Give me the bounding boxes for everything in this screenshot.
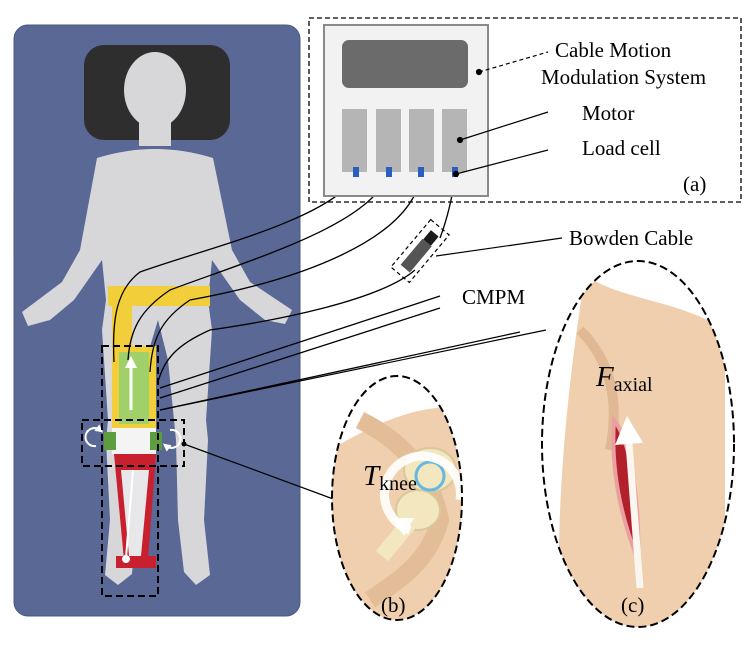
- motor-4: [442, 109, 467, 172]
- knee-module-left: [104, 432, 116, 450]
- cmms-label-line2: Modulation System: [541, 65, 706, 89]
- motor-1: [342, 109, 367, 172]
- bowden-cable-body: [400, 238, 432, 273]
- panel-a-frame: [308, 17, 742, 203]
- shank-axis-line: [125, 469, 134, 559]
- axial-force-symbol: Faxial: [595, 361, 653, 396]
- knee-torque-arrow: [379, 451, 465, 535]
- cables: [112, 175, 521, 411]
- knee-torque-symbol: Tknee: [363, 460, 417, 495]
- load-cell-3: [418, 167, 424, 177]
- cmms-display: [342, 40, 468, 88]
- load-cell-2: [386, 167, 392, 177]
- ankle-anchor: [122, 555, 130, 563]
- shank-bottom: [116, 556, 156, 568]
- load-cell-1: [353, 167, 359, 177]
- cmpm-label: CMPM: [462, 285, 525, 309]
- load-cell-label: Load cell: [582, 136, 661, 160]
- cmpm-callout-line: [159, 329, 547, 411]
- knee-rotation-left-icon: [84, 424, 104, 448]
- knee-module-right: [150, 432, 162, 450]
- cmms-label-line1: Cable Motion: [555, 38, 672, 62]
- bowden-leader: [435, 237, 563, 257]
- panel-a-tag: (a): [683, 172, 706, 196]
- thigh-brace-inner: [119, 352, 149, 424]
- panel-b-frame: [331, 375, 463, 621]
- bowden-cable-tip: [423, 230, 439, 246]
- bowden-label: Bowden Cable: [569, 226, 693, 250]
- pelvis-strap: [108, 286, 210, 306]
- knee-rotation-right-icon: [162, 428, 182, 452]
- motors: [342, 109, 467, 172]
- motor-3: [409, 109, 434, 172]
- motor-label: Motor: [582, 101, 635, 125]
- panel-b-tag: (b): [381, 593, 406, 617]
- panel-b-illustration: [332, 376, 462, 620]
- panel-c-tag: (c): [621, 593, 644, 617]
- panel-a-leaders: [452, 51, 549, 178]
- knee-callout-line: [183, 443, 337, 501]
- motor-2: [376, 109, 401, 172]
- patient-silhouette: [22, 52, 292, 585]
- knee-joint-band: [112, 428, 156, 454]
- bowden-cable-box: [390, 218, 450, 284]
- panel-c-frame: [541, 260, 735, 628]
- axial-force-vector: [615, 416, 644, 589]
